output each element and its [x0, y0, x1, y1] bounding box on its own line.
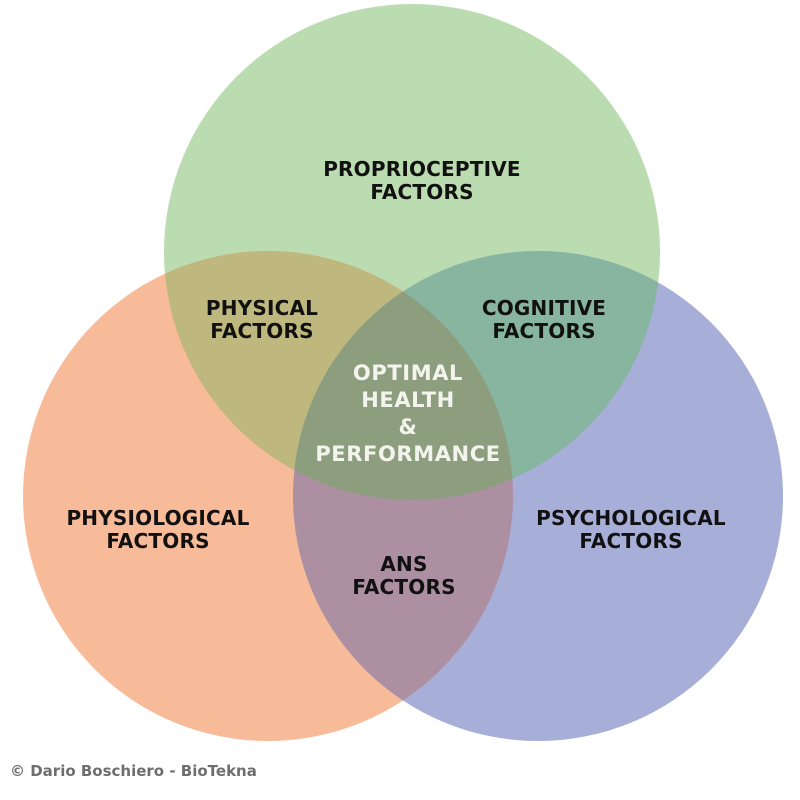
label-line: HEALTH [361, 388, 455, 412]
label-line: FACTORS [579, 529, 683, 553]
copyright-credit: © Dario Boschiero - BioTekna [10, 762, 257, 780]
label-line: COGNITIVE [481, 296, 607, 320]
physical-label: PHYSICAL FACTORS [206, 297, 318, 343]
label-line: FACTORS [492, 319, 596, 343]
cognitive-label: COGNITIVE FACTORS [482, 297, 606, 343]
proprioceptive-label: PROPRIOCEPTIVE FACTORS [323, 158, 521, 204]
label-line: PHYSICAL [205, 296, 319, 320]
label-line: PERFORMANCE [315, 442, 501, 466]
label-line: ANS [380, 552, 428, 576]
label-line: FACTORS [370, 180, 474, 204]
ans-label: ANS FACTORS [352, 553, 455, 599]
center-intersection [293, 251, 513, 500]
label-line: PSYCHOLOGICAL [536, 506, 726, 530]
physiological-label: PHYSIOLOGICAL FACTORS [66, 507, 249, 553]
label-line: & [398, 415, 418, 439]
label-line: PHYSIOLOGICAL [66, 506, 250, 530]
optimal-health-label: OPTIMAL HEALTH & PERFORMANCE [315, 360, 500, 468]
label-line: FACTORS [106, 529, 210, 553]
label-line: FACTORS [210, 319, 314, 343]
label-line: OPTIMAL [352, 361, 464, 385]
psychological-label: PSYCHOLOGICAL FACTORS [536, 507, 726, 553]
label-line: PROPRIOCEPTIVE [323, 157, 521, 181]
label-line: FACTORS [352, 575, 456, 599]
